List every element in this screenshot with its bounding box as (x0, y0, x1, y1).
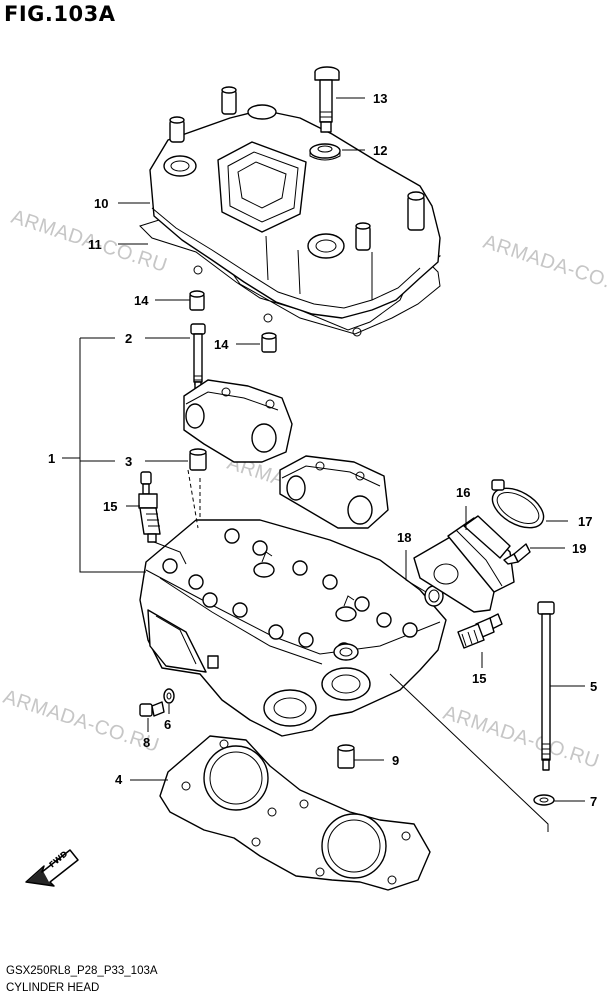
callout-14-lower: 14 (214, 337, 229, 352)
dowel-pin-9 (337, 744, 355, 769)
callout-14-upper: 14 (134, 293, 149, 308)
grommet (309, 143, 341, 161)
cover-bolt (314, 66, 340, 133)
callout-6: 6 (164, 717, 171, 732)
watermark-2: ARMADA-CO.RU (480, 231, 609, 302)
callout-labels: 1 2 3 4 5 6 7 8 9 10 11 12 13 14 14 15 1… (48, 91, 597, 809)
callout-7: 7 (590, 794, 597, 809)
callout-18: 18 (397, 530, 411, 545)
watermark-4: ARMADA-CO.RU (0, 686, 162, 757)
callout-4: 4 (115, 772, 123, 787)
head-gasket (159, 735, 431, 891)
callout-9: 9 (392, 753, 399, 768)
intake-pipe (413, 515, 515, 613)
hose-clamp (491, 479, 545, 529)
callout-3: 3 (125, 454, 132, 469)
callout-15-left: 15 (103, 499, 117, 514)
footer-code: GSX250RL8_P28_P33_103A (6, 965, 158, 977)
callout-15-right: 15 (472, 671, 486, 686)
dowel-pin-3 (189, 448, 207, 471)
callout-2: 2 (125, 331, 132, 346)
spark-plug-right (457, 613, 503, 649)
callout-10: 10 (94, 196, 108, 211)
cylinder-head (139, 519, 447, 737)
spark-plug-left (138, 471, 161, 543)
watermark-5: ARMADA-CO.RU (440, 702, 602, 773)
leader-lines (62, 97, 585, 832)
callout-17: 17 (578, 514, 592, 529)
callout-1: 1 (48, 451, 55, 466)
fwd-arrow-icon: FWD (25, 849, 79, 887)
clamp-screw (503, 543, 531, 565)
callout-16: 16 (456, 485, 470, 500)
camshaft-holder-bolt (190, 323, 206, 391)
long-head-bolt (533, 601, 555, 806)
callout-8: 8 (143, 735, 150, 750)
callout-11: 11 (88, 237, 102, 252)
figure-title: FIG.103A (4, 2, 116, 26)
callout-19: 19 (572, 541, 586, 556)
callout-13: 13 (373, 91, 387, 106)
small-bolt-and-washer (139, 688, 175, 717)
cylinder-head-cover (149, 86, 441, 319)
camshaft-holders (183, 379, 389, 529)
callout-5: 5 (590, 679, 597, 694)
callout-12: 12 (373, 143, 387, 158)
footer-name: CYLINDER HEAD (6, 982, 100, 994)
dowel-pins-upper (189, 290, 277, 353)
